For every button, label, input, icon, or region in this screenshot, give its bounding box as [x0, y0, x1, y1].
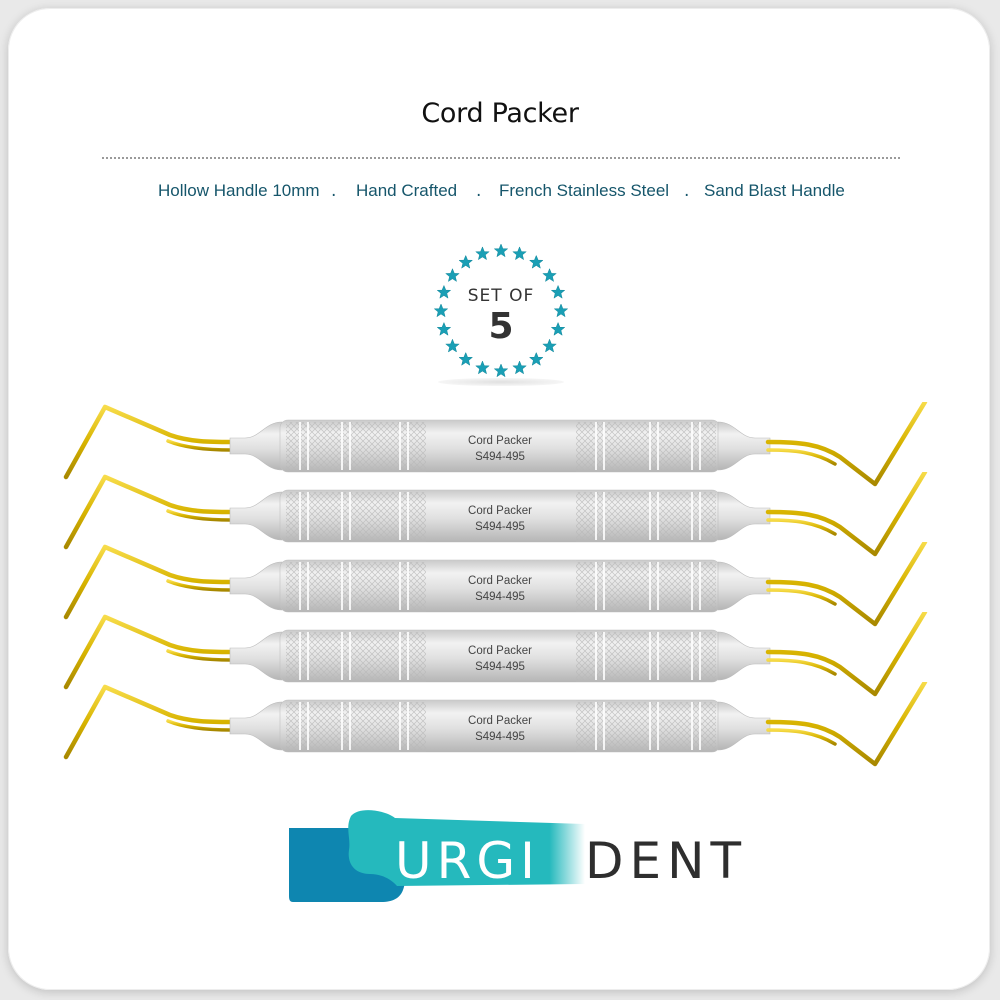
instrument-name: Cord Packer: [468, 505, 532, 517]
logo-text-dent: DENT: [585, 832, 748, 890]
feature-stainless-steel: French Stainless Steel: [499, 181, 670, 200]
feature-separator: .: [476, 181, 482, 201]
dotted-divider: [102, 157, 900, 159]
badge-count: 5: [488, 306, 514, 347]
instrument-code: S494-495: [475, 451, 525, 463]
logo-s-shape-icon: [289, 810, 585, 902]
cord-packer-instrument: Cord Packer S494-495: [60, 612, 940, 702]
instrument-code: S494-495: [475, 591, 525, 603]
cord-packer-instrument: Cord Packer S494-495: [60, 542, 940, 632]
cord-packer-instrument: Cord Packer S494-495: [60, 472, 940, 562]
instrument-name: Cord Packer: [468, 435, 532, 447]
feature-separator: .: [684, 181, 690, 201]
cord-packer-instrument: Cord Packer S494-495: [60, 682, 940, 772]
logo-text-urgi: URGI: [395, 832, 540, 890]
feature-separator: .: [331, 181, 337, 201]
surgident-logo: URGI DENT: [285, 808, 741, 908]
badge-label: SET OF: [467, 286, 535, 306]
instrument-illustration: [63, 542, 928, 627]
feature-list: Hollow Handle 10mm . Hand Crafted . Fren…: [0, 181, 1000, 207]
set-of-5-badge: SET OF 5: [430, 240, 572, 386]
instrument-illustration: [63, 612, 928, 697]
instrument-code: S494-495: [475, 661, 525, 673]
instrument-name: Cord Packer: [468, 715, 532, 727]
feature-hollow-handle: Hollow Handle 10mm: [158, 181, 320, 200]
cord-packer-instrument: Cord Packer S494-495: [60, 402, 940, 492]
instrument-code: S494-495: [475, 521, 525, 533]
feature-hand-crafted: Hand Crafted: [356, 181, 458, 200]
instrument-name: Cord Packer: [468, 645, 532, 657]
feature-sand-blast: Sand Blast Handle: [704, 181, 845, 200]
instrument-illustration: [63, 402, 928, 487]
instrument-name: Cord Packer: [468, 575, 532, 587]
instrument-illustration: [63, 682, 928, 767]
instrument-code: S494-495: [475, 731, 525, 743]
instrument-illustration: [63, 472, 928, 557]
product-title: Cord Packer: [421, 98, 579, 129]
badge-shadow: [438, 378, 564, 386]
